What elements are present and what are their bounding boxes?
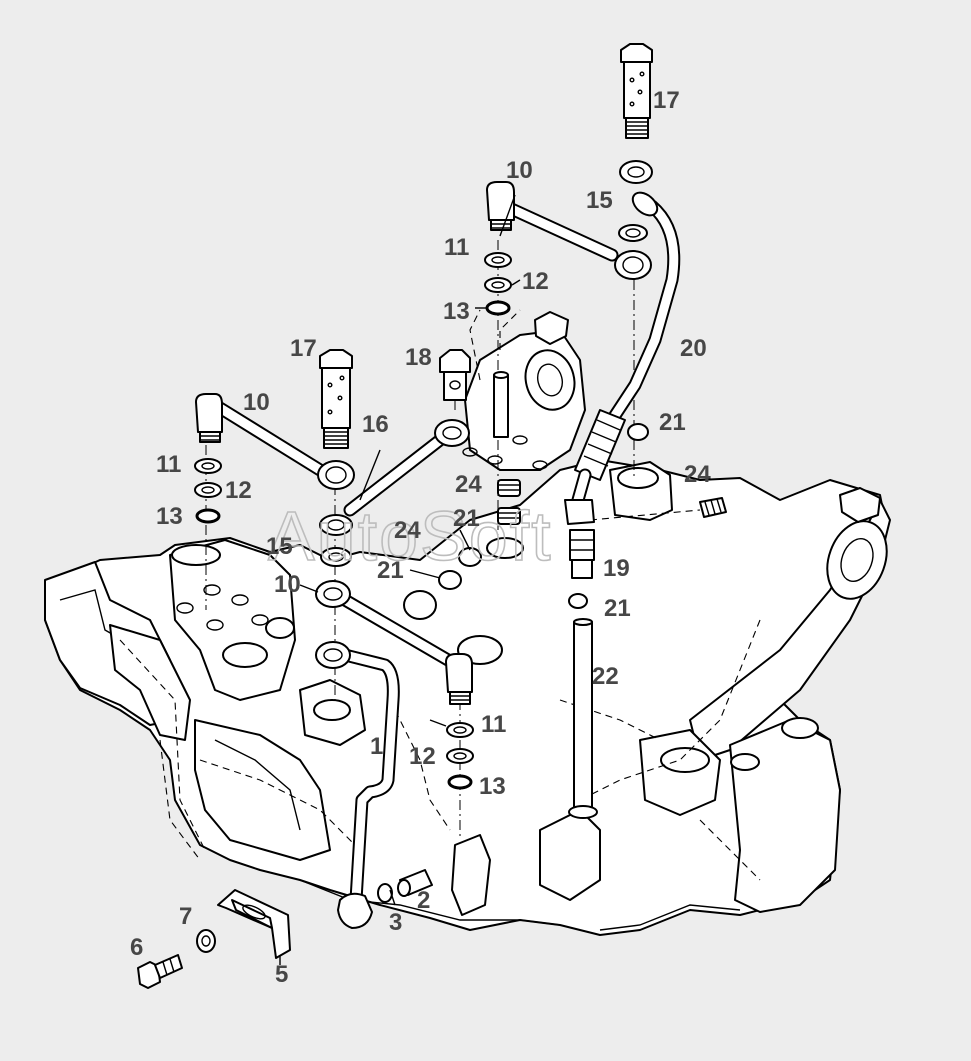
callout-24-center: 24 — [455, 471, 482, 498]
callout-6: 6 — [130, 934, 143, 961]
callout-5: 5 — [275, 961, 288, 988]
tube-22 — [568, 618, 598, 819]
seal-stack-lower — [446, 722, 474, 790]
washer-15-left — [320, 547, 352, 567]
callout-12-top: 12 — [522, 268, 549, 295]
callout-3: 3 — [389, 909, 402, 936]
callout-15-top: 15 — [586, 187, 613, 214]
callout-7: 7 — [179, 903, 192, 930]
callout-17-left: 17 — [290, 335, 317, 362]
callout-11-top: 11 — [444, 234, 469, 261]
callout-18: 18 — [405, 344, 432, 371]
callout-1: 1 — [370, 733, 383, 760]
callout-16: 16 — [362, 411, 389, 438]
callout-13-lower: 13 — [479, 773, 506, 800]
callout-22: 22 — [592, 663, 619, 690]
callout-10-top: 10 — [506, 157, 533, 184]
fasteners-lower-left — [137, 869, 433, 989]
callout-19: 19 — [603, 555, 630, 582]
hose-20 — [571, 191, 681, 507]
callout-12-left: 12 — [225, 477, 252, 504]
callout-21-mid: 21 — [377, 557, 404, 584]
callout-13-left: 13 — [156, 503, 183, 530]
callout-10-left: 10 — [243, 389, 270, 416]
seal-stack-left — [194, 458, 222, 524]
banjo-bolt-17-top — [619, 43, 653, 184]
seal-stack-upper — [484, 252, 512, 316]
watermark-text: AutoSoft — [268, 497, 553, 575]
callout-17-top: 17 — [653, 87, 680, 114]
pipe-10-lower — [315, 580, 473, 705]
callout-21-right: 21 — [659, 409, 686, 436]
callout-13-top: 13 — [443, 298, 470, 325]
pipe-10-upper — [486, 181, 652, 280]
callout-15-left: 15 — [266, 533, 293, 560]
callout-10-lower: 10 — [274, 571, 301, 598]
callout-21-center: 21 — [453, 505, 480, 532]
callout-21-lower: 21 — [604, 595, 631, 622]
callout-labels: 17 10 15 11 12 13 20 21 24 17 18 10 16 1… — [130, 87, 711, 988]
callout-11-left: 11 — [156, 451, 181, 478]
pipe-1 — [315, 641, 400, 929]
plugs — [438, 423, 727, 609]
callout-20: 20 — [680, 335, 707, 362]
callout-12-lower: 12 — [409, 743, 436, 770]
transmission-housing — [44, 309, 891, 936]
banjo-bolt-17-left — [319, 349, 353, 449]
callout-24-right: 24 — [684, 461, 711, 488]
leader-lines — [279, 194, 521, 965]
pipe-16 — [319, 349, 471, 536]
adapter-19 — [564, 499, 595, 579]
callout-2: 2 — [417, 887, 430, 914]
pipe-10-left — [195, 393, 355, 490]
center-stud — [493, 371, 509, 438]
callout-24-mid: 24 — [394, 517, 421, 544]
callout-11-lower: 11 — [481, 711, 506, 738]
